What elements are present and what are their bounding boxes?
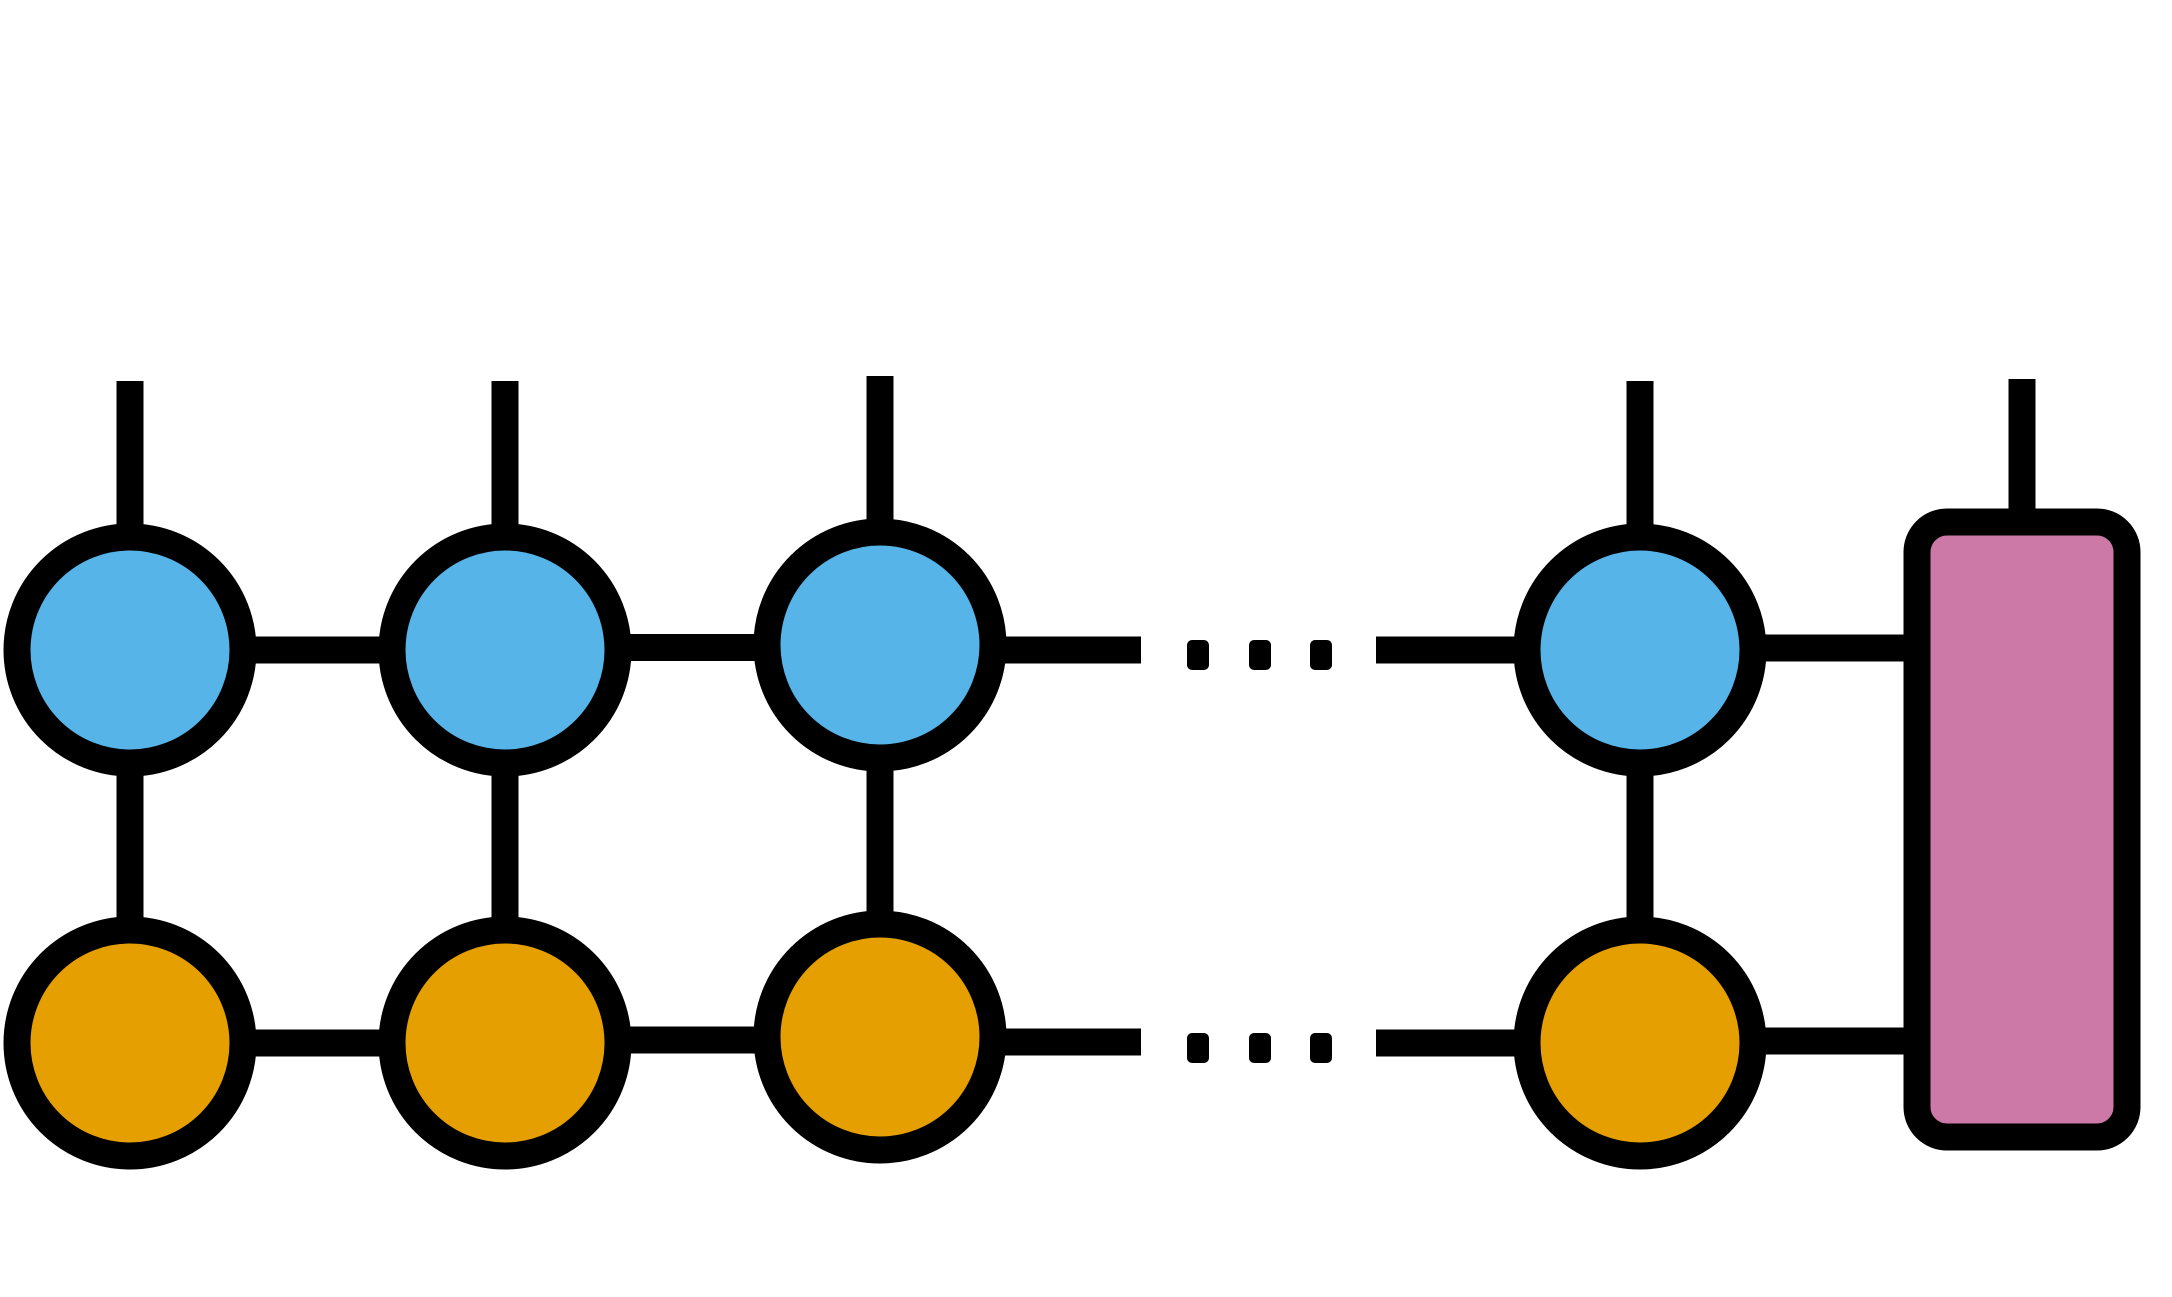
ellipsis-dot: [1187, 640, 1209, 670]
bottom-tensor-node: [1513, 916, 1767, 1170]
ellipsis-dot: [1310, 640, 1332, 670]
ellipsis-dot: [1310, 1033, 1332, 1063]
ellipsis-dot: [1249, 1033, 1271, 1063]
boundary-tensor: [1903, 508, 2141, 1151]
vertical-bond-lines: [116, 758, 1654, 930]
bottom-tensor-node: [753, 910, 1007, 1164]
ellipsis-dot: [1249, 640, 1271, 670]
bottom-tensor-node: [378, 916, 632, 1170]
bottom-tensor-node: [3, 916, 257, 1170]
ellipsis-dot: [1187, 1033, 1209, 1063]
tensor-nodes: [3, 518, 1767, 1170]
bond-lines: [243, 634, 1917, 1057]
top-tensor-node: [3, 523, 257, 777]
top-tensor-node: [1513, 523, 1767, 777]
top-tensor-node: [753, 518, 1007, 772]
ellipsis-dots: [1187, 640, 1332, 1063]
top-tensor-node: [378, 523, 632, 777]
physical-legs: [116, 376, 1654, 537]
boundary-tensor-group: [1903, 379, 2141, 1151]
